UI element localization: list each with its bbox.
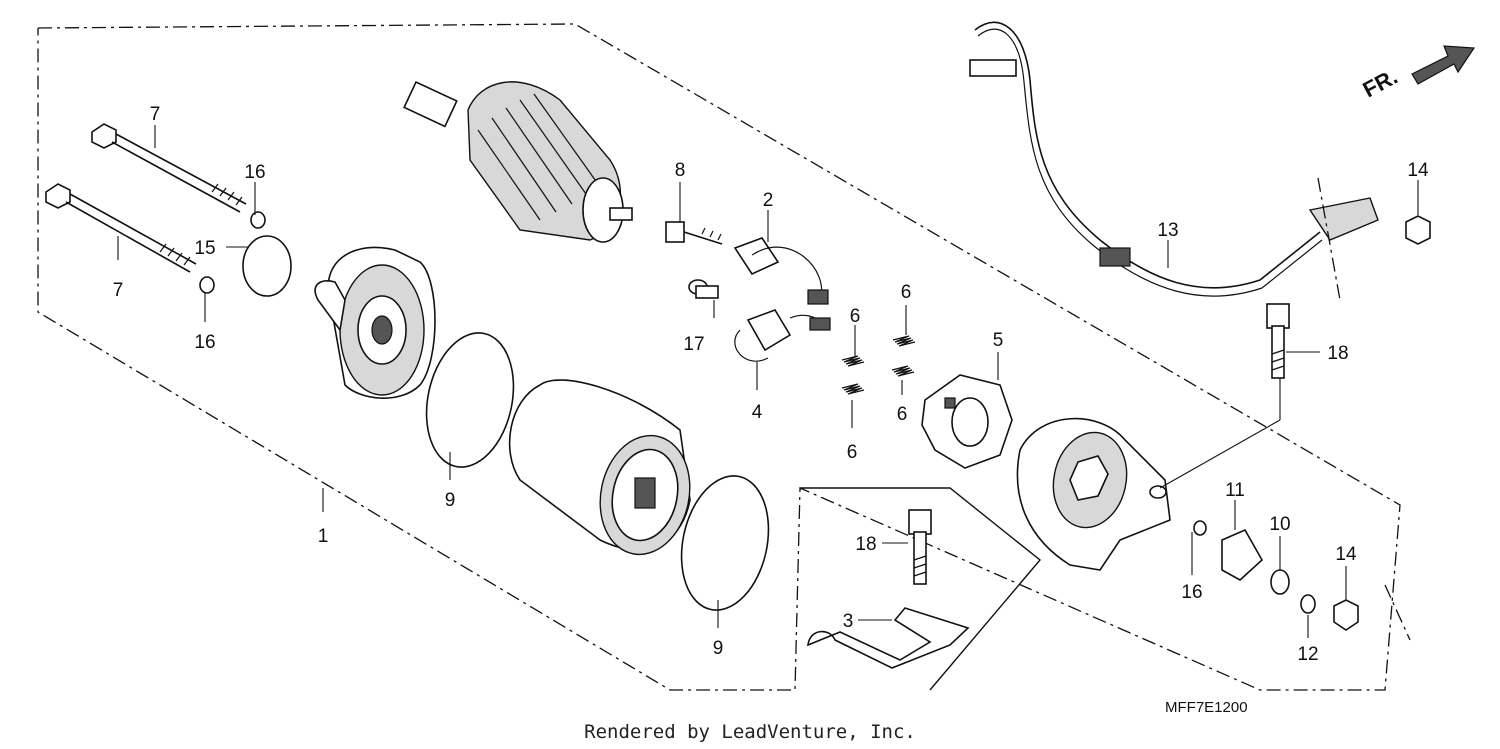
footer-credit: Rendered by LeadVenture, Inc.	[584, 721, 916, 743]
callout-17[interactable]: 17	[683, 334, 704, 355]
callout-18-lower[interactable]: 18	[855, 534, 876, 555]
o-ring-9-left-part	[425, 332, 515, 468]
screw-17-part	[688, 279, 719, 299]
callout-5[interactable]: 5	[993, 330, 1004, 351]
collar-10-part	[1270, 569, 1290, 595]
callout-4[interactable]: 4	[752, 402, 763, 423]
callout-2[interactable]: 2	[763, 190, 774, 211]
brush-2-part	[733, 237, 829, 305]
callout-18-upper[interactable]: 18	[1327, 343, 1348, 364]
callout-11[interactable]: 11	[1225, 480, 1245, 501]
nut-14-upper-part	[1405, 215, 1431, 245]
callout-15[interactable]: 15	[194, 238, 215, 259]
callout-10[interactable]: 10	[1269, 514, 1290, 535]
springs-6-part	[841, 335, 916, 395]
o-ring-15-part	[242, 235, 292, 297]
o-ring-9-right-part	[680, 475, 770, 611]
yoke-housing-part	[508, 379, 691, 556]
washer-12-part	[1300, 594, 1316, 614]
callout-7-upper[interactable]: 7	[150, 104, 161, 125]
alignment-line-upper	[1317, 177, 1341, 301]
starter-cable-13-part	[969, 21, 1379, 297]
bracket-group-outline	[800, 487, 1041, 691]
brush-holder-4-part	[734, 309, 831, 362]
callout-16-right[interactable]: 16	[1181, 582, 1202, 603]
callout-3[interactable]: 3	[843, 611, 854, 632]
callout-6-b[interactable]: 6	[901, 282, 912, 303]
bolt-8-part	[665, 221, 723, 245]
leader-lines	[117, 125, 1419, 638]
callout-16-upper[interactable]: 16	[244, 162, 265, 183]
callout-14-lower[interactable]: 14	[1335, 544, 1357, 565]
direction-arrow-icon	[1411, 45, 1476, 85]
bolt-7-lower-part	[45, 183, 197, 273]
alignment-line-lower	[1384, 584, 1411, 641]
callout-9-right[interactable]: 9	[713, 638, 724, 659]
callout-6-c[interactable]: 6	[897, 404, 908, 425]
washer-16-upper-part	[250, 211, 266, 229]
assembly-boundary-outline	[37, 23, 1401, 691]
callout-1[interactable]: 1	[318, 526, 329, 547]
bolt-18-lower-part	[908, 509, 932, 585]
bracket-3-part	[807, 607, 970, 669]
washer-16-right-part	[1193, 520, 1207, 536]
bolt-18-upper-part	[1266, 303, 1290, 379]
callout-9-left[interactable]: 9	[445, 490, 456, 511]
armature-part	[403, 80, 633, 243]
rear-cover-part	[1016, 417, 1171, 571]
callout-12[interactable]: 12	[1297, 644, 1318, 665]
diagram-code: MFF7E1200	[1165, 699, 1248, 716]
washer-16-lower-part	[199, 276, 215, 294]
callout-8[interactable]: 8	[675, 160, 686, 181]
callout-16-lower[interactable]: 16	[194, 332, 215, 353]
callout-14-upper[interactable]: 14	[1407, 160, 1429, 181]
callout-6-d[interactable]: 6	[847, 442, 858, 463]
callout-6-a[interactable]: 6	[850, 306, 861, 327]
front-direction-indicator: FR.	[1359, 45, 1476, 103]
direction-label: FR.	[1359, 64, 1402, 103]
brush-plate-5-part	[921, 374, 1013, 469]
callout-7-lower[interactable]: 7	[113, 280, 124, 301]
nut-14-lower-part	[1333, 599, 1359, 631]
bolt-7-upper-part	[91, 123, 247, 213]
front-cover-part	[314, 246, 436, 399]
insulator-11-part	[1221, 528, 1264, 581]
callout-13[interactable]: 13	[1157, 220, 1178, 241]
